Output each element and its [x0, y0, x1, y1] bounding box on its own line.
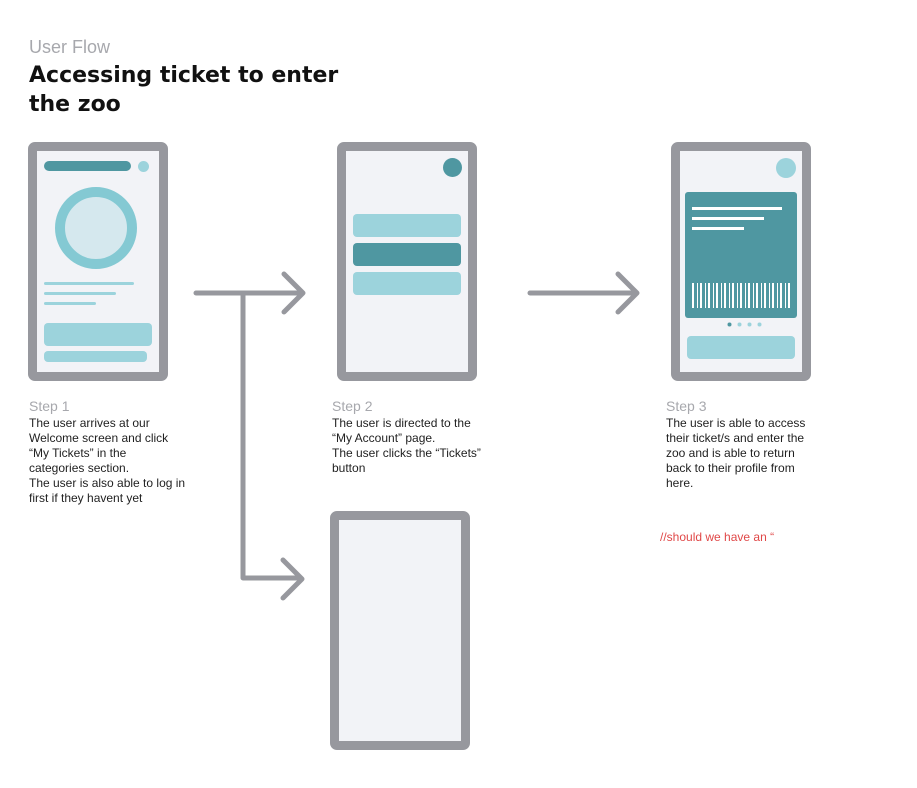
ticket-text-line — [692, 227, 744, 230]
arrow-step2-to-step3-head — [615, 271, 640, 315]
barcode-icon — [692, 283, 790, 308]
text-line-placeholder — [44, 292, 116, 295]
step2-description: The user is directed to the “My Account”… — [332, 416, 481, 475]
avatar — [443, 158, 462, 177]
hero-circle-image — [55, 187, 137, 269]
step3-ticket-screen-mockup — [671, 142, 811, 381]
step1-description: The user arrives at our Welcome screen a… — [29, 416, 186, 505]
designer-comment: //should we have an “ — [660, 530, 775, 544]
step3-label: Step 3 — [666, 398, 707, 414]
user-flow-kicker: User Flow — [29, 37, 111, 57]
menu-button-placeholder — [353, 214, 461, 237]
tickets-button-placeholder-selected — [353, 243, 461, 266]
avatar — [776, 158, 796, 178]
page-title: Accessing ticket to enter the zoo — [29, 63, 339, 117]
arrow-step1-to-login-head — [280, 557, 305, 601]
text-line-placeholder — [44, 282, 134, 285]
login-button-placeholder — [44, 351, 147, 362]
profile-dot-icon — [138, 161, 149, 172]
menu-button-placeholder — [353, 272, 461, 295]
back-to-profile-button-placeholder — [687, 336, 795, 359]
ticket-text-line — [692, 217, 764, 220]
arrow-step1-to-login — [240, 290, 303, 581]
step2-my-account-screen-mockup — [337, 142, 477, 381]
step2-label: Step 2 — [332, 398, 373, 414]
pagination-dots-icon — [727, 322, 762, 327]
step1-welcome-screen-mockup — [28, 142, 168, 381]
step3-description: The user is able to access their ticket/… — [666, 416, 806, 490]
text-line-placeholder — [44, 302, 96, 305]
login-screen-mockup — [330, 511, 470, 750]
header-bar-placeholder — [44, 161, 131, 171]
my-tickets-button-placeholder — [44, 323, 152, 346]
step1-label: Step 1 — [29, 398, 70, 414]
arrow-step1-to-step2-head — [281, 271, 306, 315]
ticket-text-line — [692, 207, 782, 210]
